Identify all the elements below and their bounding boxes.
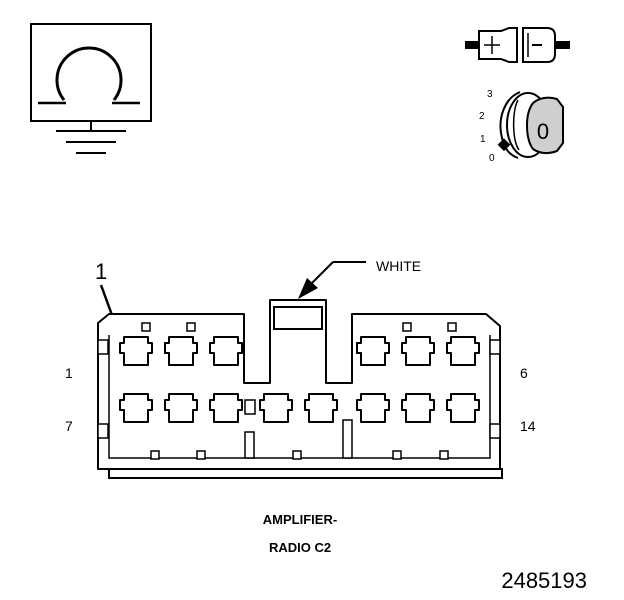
ignition-position-3: 3 — [487, 89, 493, 100]
ignition-position-0: 0 — [489, 153, 495, 164]
figure-id: 2485193 — [501, 568, 587, 593]
connector-name-line2: RADIO C2 — [269, 540, 331, 555]
disconnect-connector-icon — [465, 27, 570, 63]
ignition-key-off-icon: 0 3 2 1 0 — [479, 89, 564, 164]
connector-body — [97, 299, 503, 479]
pin-row1-end: 6 — [520, 365, 528, 381]
color-callout: WHITE — [298, 258, 421, 299]
ignition-key-label: 0 — [537, 119, 549, 144]
ignition-position-1: 1 — [480, 134, 486, 145]
ignition-position-2: 2 — [479, 111, 485, 122]
pin-row2-start: 7 — [65, 418, 73, 434]
pin-row2-end: 14 — [520, 418, 536, 434]
connector-name-line1: AMPLIFIER- — [263, 512, 337, 527]
callout-number: 1 — [95, 259, 107, 284]
connector-color-label: WHITE — [376, 258, 421, 274]
ohmmeter-ground-icon — [30, 23, 152, 154]
pin-row1-start: 1 — [65, 365, 73, 381]
